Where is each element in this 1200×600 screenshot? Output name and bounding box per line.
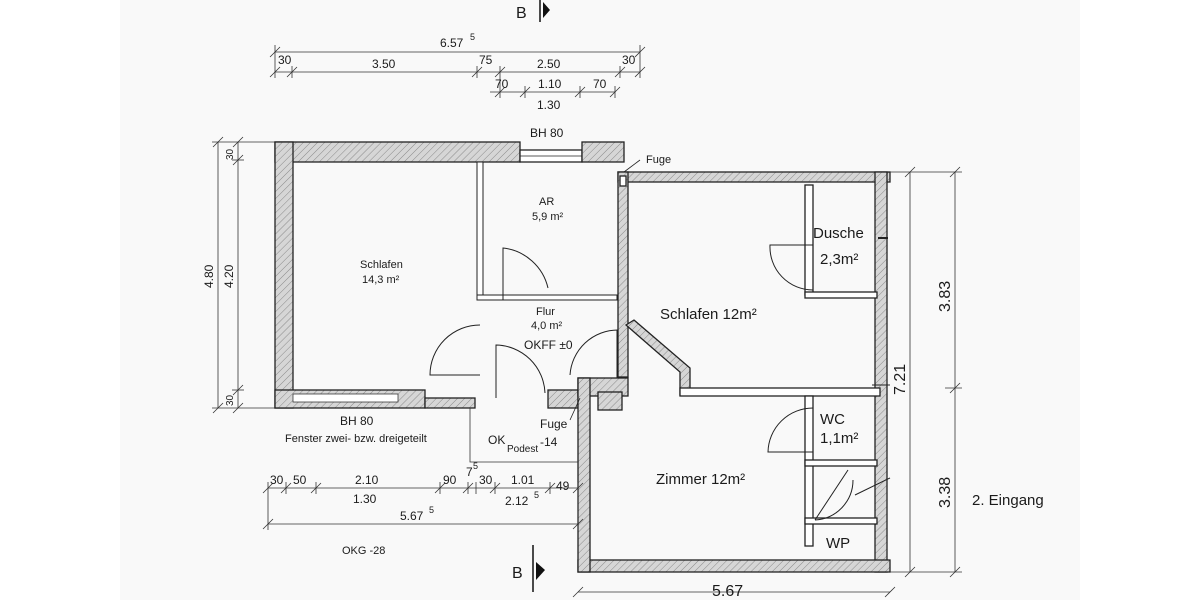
- second-entrance-label: 2. Eingang: [972, 492, 1044, 509]
- podest-outline: [469, 408, 578, 463]
- dim-top-seg5: 30: [622, 53, 636, 67]
- fuge-label-bottom: Fuge: [540, 417, 568, 431]
- room-wp-label: WP: [826, 535, 850, 552]
- dim-top-overall-sup: 5: [470, 32, 475, 42]
- room-zimmer-label: Zimmer 12m²: [656, 471, 745, 488]
- window-note: Fenster zwei- bzw. dreigeteilt: [285, 433, 427, 445]
- dim-bottom-sub-b-sup: 5: [534, 490, 539, 500]
- dim-right-lower: 3.38: [937, 477, 954, 508]
- podest-value: -14: [540, 435, 558, 449]
- room-ar-name: AR: [539, 196, 554, 208]
- dim-bottom-s7: 1.01: [511, 473, 535, 487]
- annex-doors: [767, 237, 891, 521]
- dim-top-seg1: 30: [278, 53, 292, 67]
- dim-bottom-overall-sup: 5: [429, 505, 434, 515]
- dim-bottom-s3: 2.10: [355, 473, 379, 487]
- left-building-walls: [274, 141, 625, 409]
- dimension-chain-bottom: [262, 482, 584, 530]
- fuge-label-top: Fuge: [646, 154, 671, 166]
- dim-bottom-s6: 30: [479, 473, 493, 487]
- room-schlafen-left-name: Schlafen: [360, 259, 403, 271]
- room-schlafen-right-label: Schlafen 12m²: [660, 306, 757, 323]
- dim-right-upper: 3.83: [937, 281, 954, 312]
- room-ar-area: 5,9 m²: [532, 211, 564, 223]
- dim-left-overall: 4.80: [202, 264, 216, 288]
- annex-walls: [577, 171, 891, 573]
- dim-bottom-sub-a: 1.30: [353, 492, 377, 506]
- room-flur-name: Flur: [536, 306, 555, 318]
- dim-bottom-s8: 49: [556, 479, 570, 493]
- okg-label: OKG -28: [342, 545, 385, 557]
- dimension-annex-bottom: [572, 586, 896, 598]
- left-building-doors: [429, 247, 619, 398]
- dim-top-seg3: 75: [479, 53, 493, 67]
- room-wc-area: 1,1m²: [820, 430, 858, 447]
- dim-left-wall-top: 30: [225, 148, 236, 160]
- dimension-chain-top: [269, 45, 646, 98]
- room-schlafen-left-area: 14,3 m²: [362, 274, 400, 286]
- dim-right-overall: 7.21: [892, 364, 909, 395]
- section-letter-top: B: [516, 5, 527, 22]
- dim-top-sub-total: 1.30: [537, 98, 561, 112]
- room-dusche-name: Dusche: [813, 225, 864, 242]
- fuge-top: Fuge: [623, 154, 671, 173]
- dim-bottom-s2: 50: [293, 473, 307, 487]
- podest-prefix: OK: [488, 433, 505, 447]
- dim-top-sub3: 70: [593, 77, 607, 91]
- section-marker-top: B: [516, 0, 550, 22]
- dim-top-seg4: 2.50: [537, 57, 561, 71]
- dim-top-seg2: 3.50: [372, 57, 396, 71]
- room-flur-area: 4,0 m²: [531, 320, 563, 332]
- dimension-chain-left: [212, 136, 280, 414]
- dim-bottom-s5-sup: 5: [473, 461, 478, 471]
- dim-top-sub1: 70: [495, 77, 509, 91]
- dim-annex-bottom: 5.67: [712, 583, 743, 600]
- dimension-chain-right: [890, 166, 962, 578]
- section-letter-bottom: B: [512, 565, 523, 582]
- dim-bottom-s5: 7: [466, 465, 473, 479]
- dim-bottom-sub-b: 2.12: [505, 494, 529, 508]
- window-label-bottom: BH 80: [340, 414, 374, 428]
- room-flur-level: OKFF ±0: [524, 338, 573, 352]
- dim-top-overall: 6.57: [440, 36, 464, 50]
- dim-top-sub2: 1.10: [538, 77, 562, 91]
- dim-left-wall-bottom: 30: [225, 394, 236, 406]
- podest-sub: Podest: [507, 444, 538, 455]
- dim-left-inner: 4.20: [222, 264, 236, 288]
- dim-bottom-overall: 5.67: [400, 509, 424, 523]
- fuge-bottom: Fuge: [540, 397, 581, 431]
- room-dusche-area: 2,3m²: [820, 251, 858, 268]
- room-wc-name: WC: [820, 411, 845, 428]
- window-label-top: BH 80: [530, 126, 564, 140]
- section-marker-bottom: B: [512, 545, 545, 592]
- dim-bottom-s1: 30: [270, 473, 284, 487]
- dim-bottom-s4: 90: [443, 473, 457, 487]
